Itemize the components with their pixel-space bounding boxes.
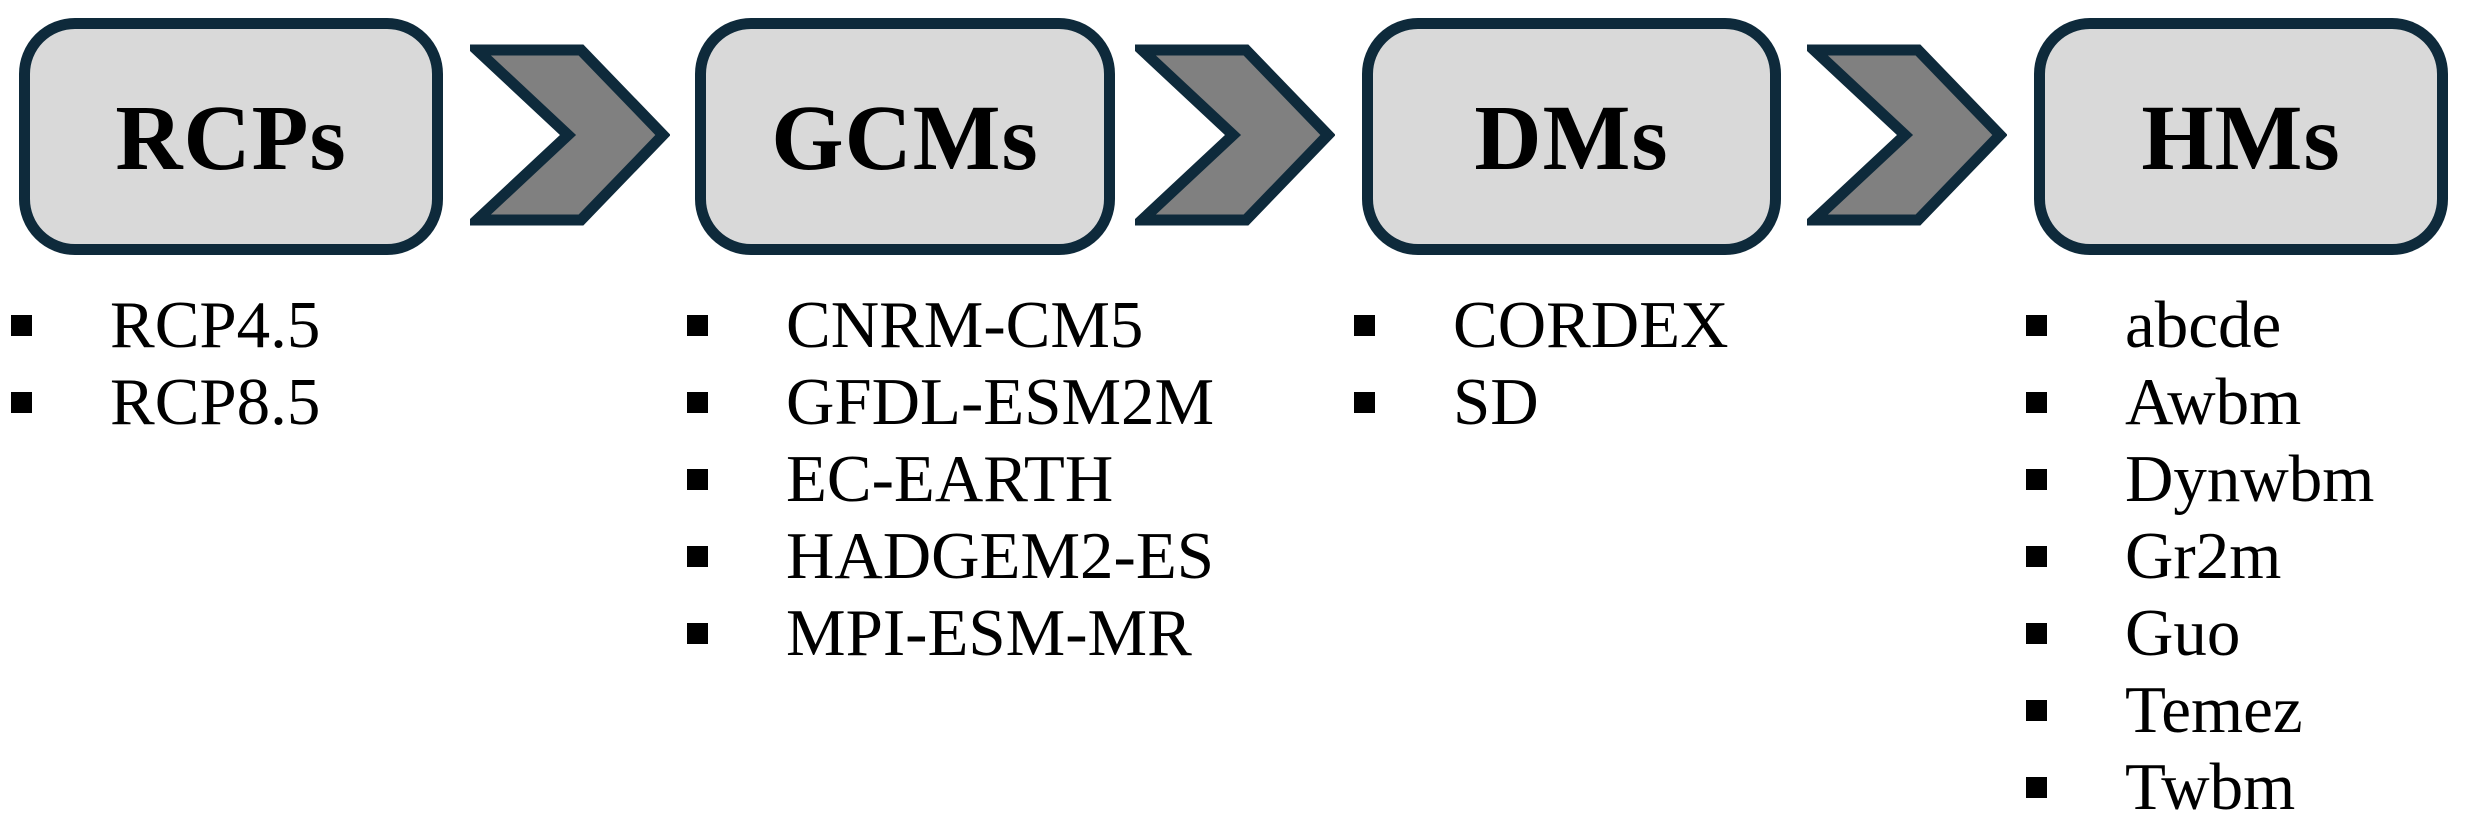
- list-item: abcde: [2026, 287, 2448, 364]
- list-item-label: Temez: [2125, 673, 2303, 747]
- bullet-square-icon: [2026, 700, 2047, 721]
- bullet-square-icon: [687, 392, 708, 413]
- list-item: Guo: [2026, 595, 2448, 672]
- bullet-square-icon: [687, 623, 708, 644]
- bullet-square-icon: [2026, 623, 2047, 644]
- list-item: MPI-ESM-MR: [687, 595, 1192, 672]
- list-item: CORDEX: [1354, 287, 1781, 364]
- list-item: GFDL-ESM2M: [687, 364, 1214, 441]
- list-item: Temez: [2026, 672, 2448, 749]
- stage-box-gcms: GCMs: [695, 18, 1115, 255]
- stage-title-rcps: RCPs: [115, 87, 347, 190]
- bullet-square-icon: [2026, 315, 2047, 336]
- list-item: Dynwbm: [2026, 441, 2448, 518]
- stage-title-dms: DMs: [1474, 87, 1669, 190]
- list-item: Awbm: [2026, 364, 2448, 441]
- bullet-square-icon: [11, 392, 32, 413]
- stage-title-gcms: GCMs: [771, 87, 1039, 190]
- list-item-label: CNRM-CM5: [786, 288, 1144, 362]
- chevron-right-icon: [1135, 44, 1335, 226]
- bullet-square-icon: [687, 315, 708, 336]
- bullet-square-icon: [2026, 469, 2047, 490]
- list-item-label: MPI-ESM-MR: [786, 596, 1192, 670]
- list-item: SD: [1354, 364, 1781, 441]
- bullet-square-icon: [2026, 392, 2047, 413]
- list-item-label: CORDEX: [1453, 288, 1729, 362]
- list-item-label: Twbm: [2125, 750, 2296, 824]
- list-item-label: Gr2m: [2125, 519, 2282, 593]
- stage-box-dms: DMs: [1362, 18, 1781, 255]
- bullet-square-icon: [11, 315, 32, 336]
- list-item: HADGEM2-ES: [687, 518, 1214, 595]
- bullet-square-icon: [2026, 546, 2047, 567]
- stage-box-rcps: RCPs: [19, 18, 443, 255]
- list-item: CNRM-CM5: [687, 287, 1143, 364]
- stage-title-hms: HMs: [2141, 87, 2341, 190]
- list-item: RCP8.5: [11, 364, 443, 441]
- list-item-label: GFDL-ESM2M: [786, 365, 1215, 439]
- list-item-label: RCP4.5: [110, 288, 321, 362]
- list-item-label: HADGEM2-ES: [786, 519, 1215, 593]
- list-item-label: RCP8.5: [110, 365, 321, 439]
- bullet-square-icon: [687, 546, 708, 567]
- stage-box-hms: HMs: [2034, 18, 2448, 255]
- chevron-right-icon: [470, 44, 670, 226]
- list-item: RCP4.5: [11, 287, 443, 364]
- list-item-label: Awbm: [2125, 365, 2302, 439]
- list-item-label: Guo: [2125, 596, 2241, 670]
- bullet-square-icon: [687, 469, 708, 490]
- bullet-square-icon: [1354, 315, 1375, 336]
- list-item-label: SD: [1453, 365, 1539, 439]
- chevron-right-icon: [1807, 44, 2007, 226]
- list-item: Twbm: [2026, 749, 2448, 826]
- list-item-label: EC-EARTH: [786, 442, 1114, 516]
- list-item-label: Dynwbm: [2125, 442, 2375, 516]
- list-item: Gr2m: [2026, 518, 2448, 595]
- bullet-square-icon: [1354, 392, 1375, 413]
- list-item: EC-EARTH: [687, 441, 1115, 518]
- list-item-label: abcde: [2125, 288, 2282, 362]
- bullet-square-icon: [2026, 777, 2047, 798]
